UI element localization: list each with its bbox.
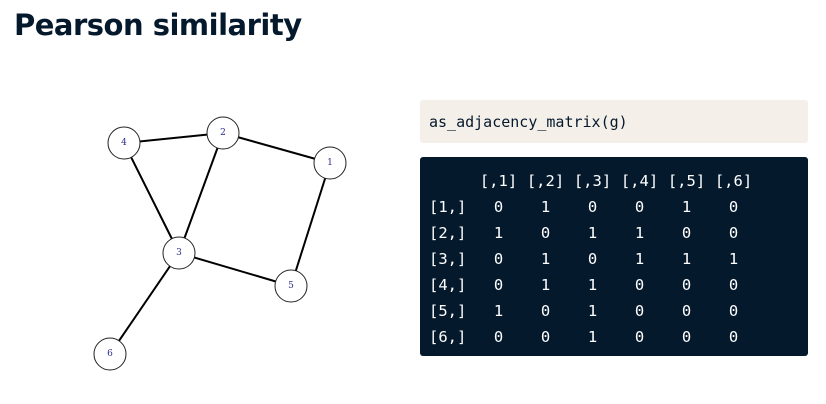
matrix-cell: 1 — [540, 198, 551, 216]
matrix-cell: 0 — [634, 302, 645, 320]
graph-edge-3-4 — [123, 142, 180, 254]
column-header: [,5] — [667, 172, 706, 190]
column-header: [,4] — [620, 172, 659, 190]
node-label: 1 — [327, 158, 333, 168]
matrix-cell: 0 — [681, 328, 692, 346]
matrix-cell: 1 — [587, 328, 598, 346]
matrix-row: [3,] 0 1 0 1 1 1 — [429, 246, 757, 272]
matrix-cell: 0 — [681, 276, 692, 294]
matrix-cell: 0 — [493, 328, 504, 346]
column-header: [,3] — [573, 172, 612, 190]
node-label: 3 — [176, 248, 182, 258]
matrix-cell: 1 — [634, 250, 645, 268]
row-label: [5,] — [429, 302, 467, 320]
matrix-cell: 0 — [493, 250, 504, 268]
matrix-cell: 1 — [634, 224, 645, 242]
matrix-header-row: [,1] [,2] [,3] [,4] [,5] [,6] — [429, 168, 757, 194]
matrix-row: [2,] 1 0 1 1 0 0 — [429, 220, 757, 246]
matrix-row: [4,] 0 1 1 0 0 0 — [429, 272, 757, 298]
matrix-cell: 1 — [728, 250, 739, 268]
matrix-cell: 0 — [587, 250, 598, 268]
graph-node-3: 3 — [162, 236, 196, 270]
matrix-cell: 0 — [728, 198, 739, 216]
graph-edge-2-4 — [123, 132, 224, 144]
matrix-cell: 0 — [587, 198, 598, 216]
matrix-cell: 0 — [728, 276, 739, 294]
matrix-row: [6,] 0 0 1 0 0 0 — [429, 324, 757, 350]
graph-edge-1-5 — [290, 162, 331, 287]
node-label: 5 — [288, 281, 294, 291]
matrix-cell: 1 — [540, 276, 551, 294]
matrix-cell: 1 — [493, 224, 504, 242]
graph-node-1: 1 — [313, 146, 347, 180]
row-label: [2,] — [429, 224, 467, 242]
row-label: [4,] — [429, 276, 467, 294]
matrix-cell: 0 — [634, 328, 645, 346]
node-label: 6 — [107, 349, 113, 359]
code-command: as_adjacency_matrix(g) — [429, 112, 628, 131]
matrix-cell: 0 — [681, 302, 692, 320]
column-header: [,6] — [714, 172, 753, 190]
node-circle — [107, 126, 141, 160]
network-graph: 1 2 3 4 5 6 — [93, 116, 347, 371]
matrix-cell: 0 — [540, 328, 551, 346]
matrix-cell: 0 — [540, 224, 551, 242]
matrix-cell: 1 — [681, 250, 692, 268]
matrix-cell: 0 — [634, 276, 645, 294]
code-block: as_adjacency_matrix(g) — [420, 100, 808, 143]
graph-edge-2-3 — [178, 132, 224, 254]
matrix-cell: 1 — [681, 198, 692, 216]
node-label: 2 — [220, 128, 226, 138]
matrix-cell: 0 — [540, 302, 551, 320]
column-header: [,1] — [479, 172, 518, 190]
matrix-cell: 0 — [493, 198, 504, 216]
node-circle — [274, 269, 308, 303]
matrix-cell: 1 — [587, 276, 598, 294]
graph-node-4: 4 — [107, 126, 141, 160]
node-label: 4 — [121, 138, 127, 148]
matrix-cell: 0 — [728, 302, 739, 320]
matrix-cell: 1 — [540, 250, 551, 268]
matrix-corner — [429, 168, 475, 194]
matrix-cell: 0 — [728, 224, 739, 242]
row-label: [6,] — [429, 328, 467, 346]
matrix-cell: 1 — [493, 302, 504, 320]
matrix-cell: 0 — [493, 276, 504, 294]
matrix-row: [1,] 0 1 0 0 1 0 — [429, 194, 757, 220]
node-circle — [162, 236, 196, 270]
matrix-cell: 0 — [728, 328, 739, 346]
graph-edge-3-6 — [109, 252, 180, 355]
output-block: [,1] [,2] [,3] [,4] [,5] [,6] [1,] 0 1 0 0 1 0… — [420, 157, 808, 356]
matrix-cell: 0 — [681, 224, 692, 242]
matrix-cell: 1 — [587, 224, 598, 242]
matrix-cell: 1 — [587, 302, 598, 320]
matrix-cell: 0 — [634, 198, 645, 216]
matrix-row: [5,] 1 0 1 0 0 0 — [429, 298, 757, 324]
graph-node-2: 2 — [206, 116, 240, 150]
adjacency-matrix: [,1] [,2] [,3] [,4] [,5] [,6] [1,] 0 1 0 0 1 0… — [429, 168, 757, 350]
column-header: [,2] — [526, 172, 565, 190]
slide-title: Pearson similarity — [14, 8, 302, 42]
graph-edge-1-2 — [222, 132, 331, 164]
row-label: [1,] — [429, 198, 467, 216]
graph-node-5: 5 — [274, 269, 308, 303]
graph-node-6: 6 — [93, 337, 127, 371]
node-circle — [93, 337, 127, 371]
graph-edge-3-5 — [178, 252, 292, 287]
node-circle — [313, 146, 347, 180]
row-label: [3,] — [429, 250, 467, 268]
node-circle — [206, 116, 240, 150]
